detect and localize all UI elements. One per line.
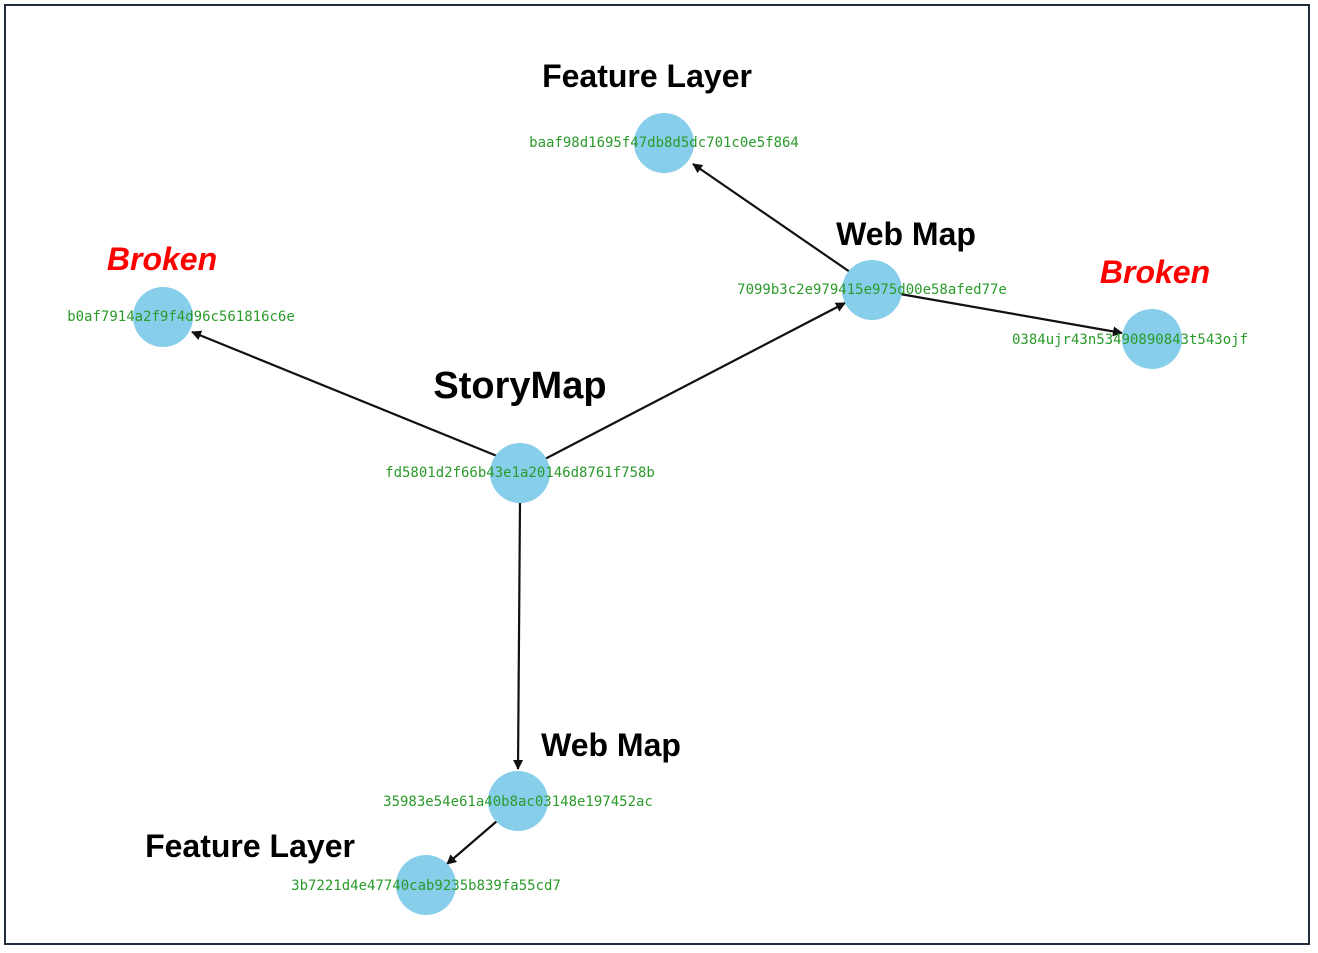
node-storymap[interactable]: fd5801d2f66b43e1a20146d8761f758b StoryMa… [385, 365, 655, 503]
edge-storymap-to-webmap-top [542, 302, 846, 461]
broken-status-label: Broken [107, 241, 217, 277]
node-circle[interactable] [634, 113, 694, 173]
node-featurelayer-top[interactable]: baaf98d1695f47db8d5dc701c0e5f864 Feature… [529, 58, 799, 173]
node-id-label: baaf98d1695f47db8d5dc701c0e5f864 [529, 135, 799, 151]
node-circle[interactable] [133, 287, 193, 347]
node-id-label: 35983e54e61a40b8ac03148e197452ac [383, 794, 653, 810]
node-type-label: Feature Layer [542, 58, 752, 94]
edge-storymap-to-broken-left [191, 330, 498, 458]
node-broken-right[interactable]: 0384ujr43n53490890843t543ojf Broken [1012, 254, 1248, 369]
node-circle[interactable] [488, 771, 548, 831]
edge-webmap-top-to-featurelayer-top [692, 163, 851, 273]
edge-webmap-top-to-broken-right [899, 292, 1123, 337]
node-id-label: fd5801d2f66b43e1a20146d8761f758b [385, 465, 655, 481]
edge-storymap-to-webmap-bottom [513, 501, 524, 770]
node-id-label: 0384ujr43n53490890843t543ojf [1012, 332, 1248, 348]
node-type-label: StoryMap [433, 365, 606, 407]
node-type-label: Web Map [541, 727, 681, 763]
node-circle[interactable] [1122, 309, 1182, 369]
node-type-label: Feature Layer [145, 828, 355, 864]
broken-status-label: Broken [1100, 254, 1210, 290]
node-circle[interactable] [490, 443, 550, 503]
edges [191, 163, 1123, 865]
node-circle[interactable] [842, 260, 902, 320]
node-webmap-bottom[interactable]: 35983e54e61a40b8ac03148e197452ac Web Map [383, 727, 681, 831]
node-type-label: Web Map [836, 216, 976, 252]
node-webmap-top[interactable]: 7099b3c2e979415e975d00e58afed77e Web Map [737, 216, 1007, 320]
node-id-label: 7099b3c2e979415e975d00e58afed77e [737, 282, 1007, 298]
edge-webmap-bottom-to-featurelayer-bottom [446, 820, 498, 865]
node-id-label: b0af7914a2f9f4d96c561816c6e [67, 309, 295, 325]
node-broken-left[interactable]: b0af7914a2f9f4d96c561816c6e Broken [67, 241, 295, 347]
node-id-label: 3b7221d4e47740cab9235b839fa55cd7 [291, 878, 561, 894]
node-featurelayer-bottom[interactable]: 3b7221d4e47740cab9235b839fa55cd7 Feature… [145, 828, 561, 915]
node-circle[interactable] [396, 855, 456, 915]
